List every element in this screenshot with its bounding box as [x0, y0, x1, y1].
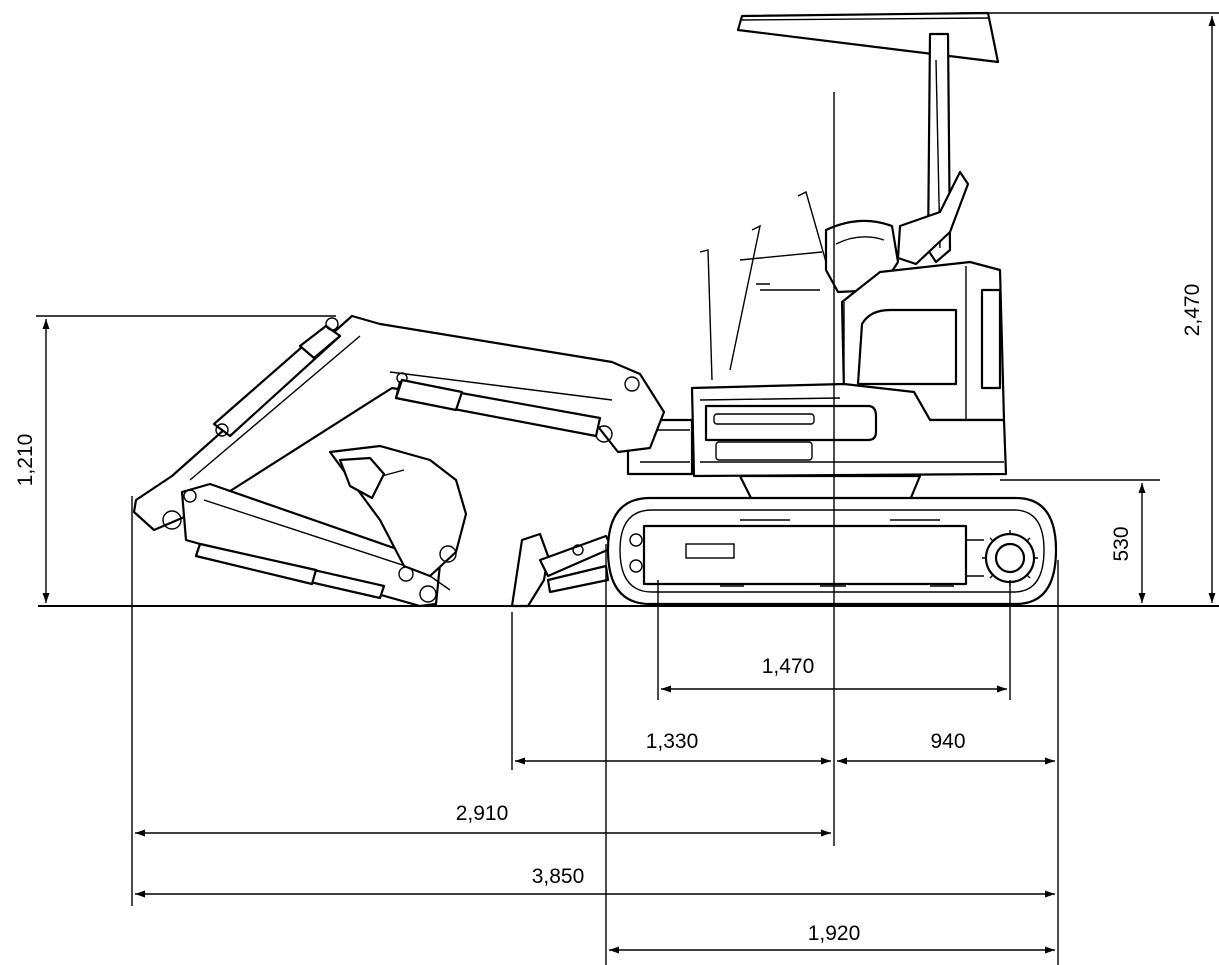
dim-label-center-to-front: 2,910: [456, 802, 509, 825]
excavator-illustration: [132, 11, 1058, 608]
dim-overall-length: 3,850: [135, 865, 1055, 898]
dim-label-center-to-blade: 1,330: [646, 730, 699, 753]
arm: [180, 482, 442, 608]
dim-label-track-height: 530: [1110, 526, 1133, 561]
crawler-track: [606, 496, 1058, 606]
dim-rear-radius: 940: [837, 730, 1055, 765]
dim-label-rear-radius: 940: [930, 730, 965, 753]
dim-label-track-length: 1,920: [808, 922, 861, 945]
dozer-blade: [510, 532, 614, 608]
upper-structure: [626, 260, 1008, 502]
boom: [132, 314, 666, 532]
dim-overall-height: 2,470: [1181, 15, 1216, 603]
dim-label-boom-height: 1,210: [14, 434, 37, 487]
bucket: [328, 444, 468, 591]
dim-track-height: 530: [1110, 483, 1146, 603]
dim-label-overall-height: 2,470: [1181, 284, 1204, 337]
dim-tumbler-distance: 1,470: [661, 655, 1007, 693]
dim-center-to-front: 2,910: [135, 802, 831, 837]
dim-track-length: 1,920: [609, 922, 1055, 954]
dim-center-to-blade: 1,330: [515, 730, 831, 765]
dim-label-tumbler-distance: 1,470: [762, 655, 815, 678]
dim-boom-height: 1,210: [14, 319, 50, 603]
dim-label-overall-length: 3,850: [532, 865, 585, 888]
operator-seat: [699, 170, 970, 381]
